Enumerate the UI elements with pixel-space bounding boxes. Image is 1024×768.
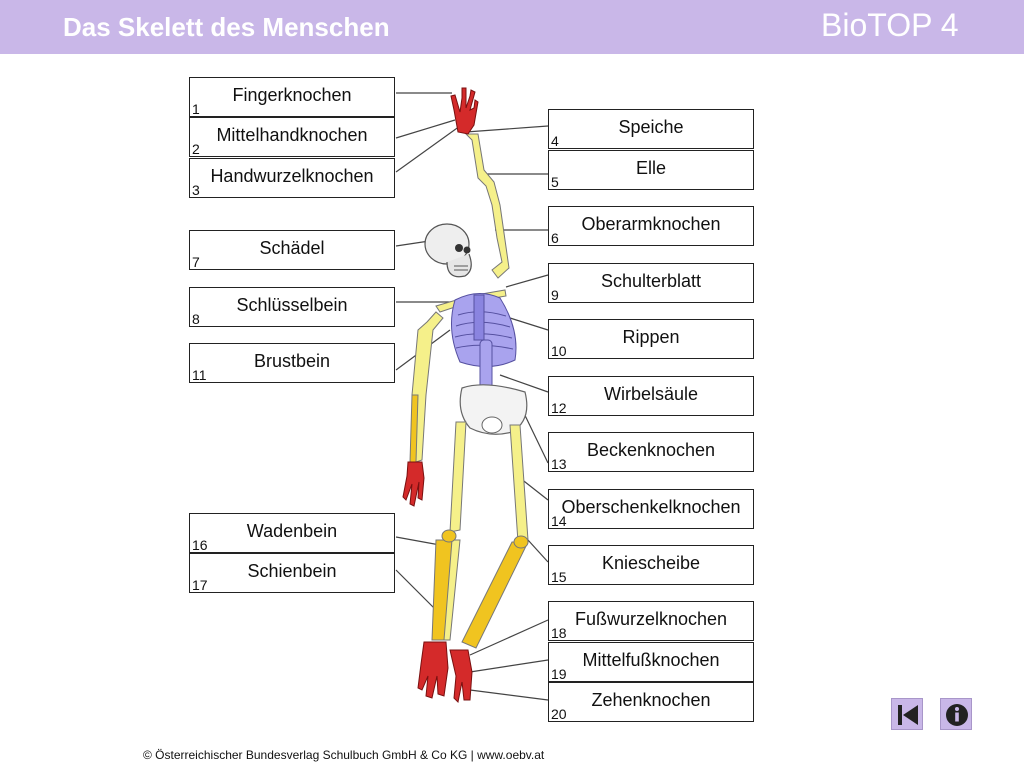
label-number: 16 [192,537,208,553]
label-wirbelsaeule: Wirbelsäule 12 [548,376,754,416]
label-kniescheibe: Kniescheibe 15 [548,545,754,585]
label-fusswurzelknochen: Fußwurzelknochen 18 [548,601,754,641]
label-text: Elle [635,158,666,178]
label-number: 7 [192,254,200,270]
label-schienbein: Schienbein 17 [189,553,395,593]
info-button[interactable] [940,698,972,730]
label-number: 8 [192,311,200,327]
label-text: Speiche [618,117,684,137]
left-arm [402,311,444,507]
label-number: 15 [551,569,567,585]
label-handwurzelknochen: Handwurzelknochen 3 [189,158,395,198]
label-number: 12 [551,400,567,416]
skip-back-icon [898,705,918,725]
label-text: Wadenbein [246,521,338,541]
label-oberschenkelknochen: Oberschenkelknochen 14 [548,489,754,529]
label-number: 13 [551,456,567,472]
pelvis [459,384,528,435]
label-schaedel: Schädel 7 [189,230,395,270]
label-text: Brustbein [253,351,331,371]
label-beckenknochen: Beckenknochen 13 [548,432,754,472]
label-number: 5 [551,174,559,190]
label-text: Oberarmknochen [581,214,721,234]
copyright-footer: © Österreichischer Bundesverlag Schulbuc… [143,748,545,762]
label-mittelhandknochen: Mittelhandknochen 2 [189,117,395,157]
back-button[interactable] [891,698,923,730]
label-number: 17 [192,577,208,593]
label-text: Schulterblatt [600,271,702,291]
label-number: 2 [192,141,200,157]
label-text: Schlüsselbein [236,295,348,315]
label-text: Mittelhandknochen [216,125,368,145]
label-elle: Elle 5 [548,150,754,190]
page-title: Das Skelett des Menschen [63,12,390,42]
label-text: Beckenknochen [586,440,716,460]
label-fingerknochen: Fingerknochen 1 [189,77,395,117]
label-mittelfussknochen: Mittelfußknochen 19 [548,642,754,682]
brand-logo: BioTOP 4 [821,7,959,43]
label-text: Wirbelsäule [603,384,699,404]
label-schluesselbein: Schlüsselbein 8 [189,287,395,327]
label-number: 4 [551,133,559,149]
label-text: Kniescheibe [601,553,701,573]
label-number: 10 [551,343,567,359]
label-number: 1 [192,101,200,117]
label-number: 19 [551,666,567,682]
label-text: Mittelfußknochen [582,650,720,670]
label-text: Handwurzelknochen [210,166,374,186]
right-arm [450,87,510,279]
label-number: 3 [192,182,200,198]
label-schulterblatt: Schulterblatt 9 [548,263,754,303]
header-bar: Das Skelett des Menschen BioTOP 4 [0,0,1024,54]
label-oberarmknochen: Oberarmknochen 6 [548,206,754,246]
label-number: 18 [551,625,567,641]
label-number: 20 [551,706,567,722]
label-text: Zehenknochen [591,690,711,710]
label-number: 9 [551,287,559,303]
label-rippen: Rippen 10 [548,319,754,359]
label-zehenknochen: Zehenknochen 20 [548,682,754,722]
label-text: Fingerknochen [232,85,352,105]
legs [417,421,529,704]
label-speiche: Speiche 4 [548,109,754,149]
label-text: Oberschenkelknochen [561,497,741,517]
trunk [435,289,517,413]
info-icon [946,704,968,726]
label-number: 14 [551,513,567,529]
label-text: Schädel [259,238,325,258]
label-text: Rippen [622,327,680,347]
label-number: 11 [192,367,207,383]
label-wadenbein: Wadenbein 16 [189,513,395,553]
label-number: 6 [551,230,559,246]
label-brustbein: Brustbein 11 [189,343,395,383]
label-text: Schienbein [247,561,337,581]
label-text: Fußwurzelknochen [574,609,728,629]
skull [424,223,472,278]
